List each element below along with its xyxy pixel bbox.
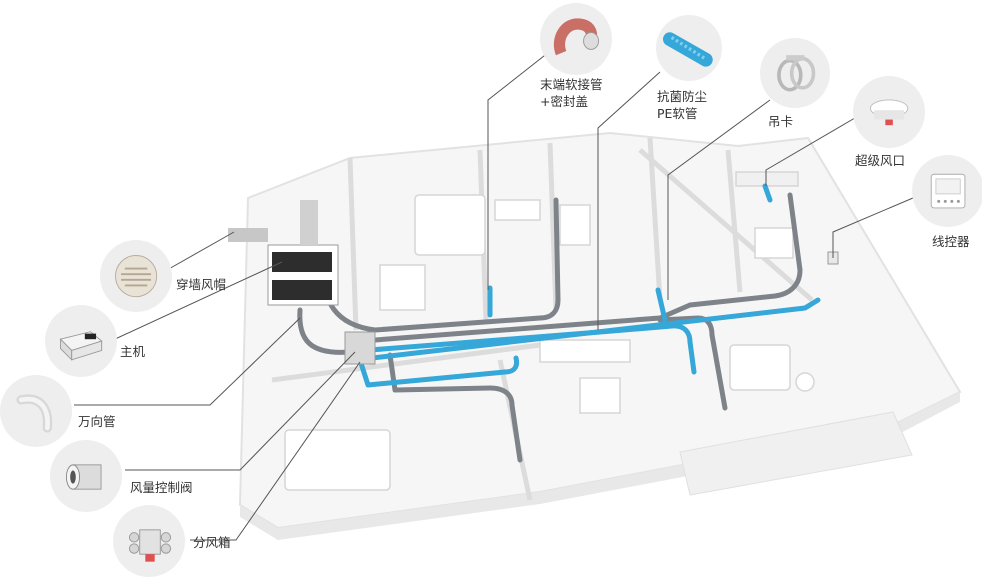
bed-1 bbox=[414, 194, 486, 256]
air-volume-valve-callout bbox=[50, 440, 122, 512]
damper-valve-icon bbox=[65, 464, 102, 490]
desk bbox=[494, 199, 541, 221]
main-unit bbox=[228, 200, 339, 306]
universal-elbow-label: 万向管 bbox=[78, 414, 116, 429]
distribution-box-callout bbox=[113, 505, 185, 577]
distribution-box-label: 分风箱 bbox=[193, 535, 231, 550]
pe-hose-label: 抗菌防尘 PE软管 bbox=[657, 89, 708, 121]
wardrobe bbox=[379, 264, 426, 311]
main-unit-callout bbox=[45, 305, 117, 377]
distribution-box bbox=[344, 331, 376, 365]
hanger-clip-callout bbox=[760, 38, 830, 108]
flexible-duct-icon bbox=[553, 18, 599, 56]
wall-cap-icon bbox=[114, 254, 158, 298]
wall-controller-icon bbox=[930, 173, 966, 209]
kitchen-counter bbox=[539, 339, 631, 363]
leader-lines bbox=[74, 51, 921, 541]
universal-elbow-callout bbox=[0, 375, 72, 447]
bed-2 bbox=[284, 429, 391, 491]
dining-table bbox=[579, 377, 621, 414]
elbow-pipe-icon bbox=[16, 394, 53, 433]
wire-controller-label: 线控器 bbox=[932, 234, 970, 249]
main-unit-icon bbox=[59, 331, 103, 361]
main-unit-label: 主机 bbox=[120, 344, 146, 359]
super-vent-label: 超级风口 bbox=[855, 153, 906, 168]
distribution-box-icon bbox=[128, 529, 171, 562]
furniture bbox=[284, 171, 815, 491]
balcony bbox=[679, 411, 913, 496]
window-vent bbox=[735, 171, 799, 187]
terminal-hose-label: 末端软接管 +密封盖 bbox=[540, 77, 603, 109]
wire-controller-callout bbox=[912, 155, 982, 227]
hanger-clip-label: 吊卡 bbox=[768, 114, 794, 129]
wall-cap-label: 穿墙风帽 bbox=[176, 277, 227, 292]
ceiling-vent-icon bbox=[869, 99, 909, 126]
super-vent-callout bbox=[853, 76, 925, 148]
pe-hose-callout bbox=[656, 15, 722, 81]
plant bbox=[795, 372, 815, 392]
bathroom-fixture bbox=[559, 204, 591, 246]
air-volume-valve-label: 风量控制阀 bbox=[130, 480, 193, 495]
wall-cap-callout bbox=[100, 240, 172, 312]
terminal-hose-callout bbox=[540, 3, 612, 75]
hanger-clip-icon bbox=[776, 54, 816, 92]
interior-walls bbox=[271, 137, 814, 501]
building-slab-edge bbox=[240, 392, 960, 540]
pe-hose-icon bbox=[663, 32, 714, 67]
sofa bbox=[729, 344, 791, 391]
blue-ducts bbox=[357, 183, 821, 388]
table-2 bbox=[754, 227, 794, 259]
